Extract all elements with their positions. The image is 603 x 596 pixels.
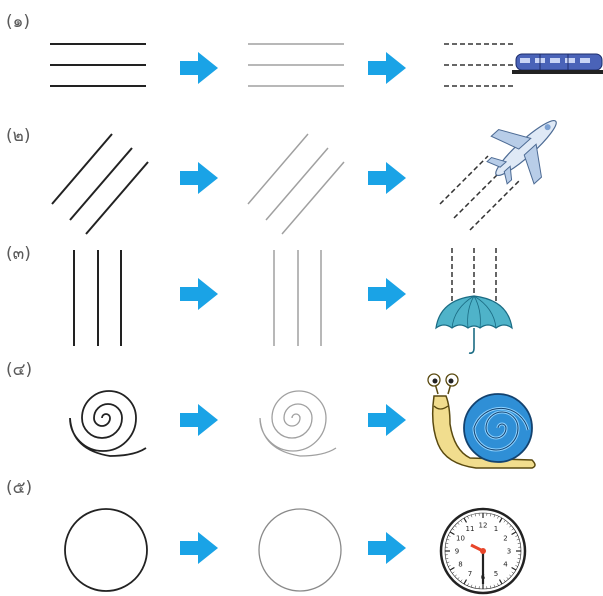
clock-number: 7 — [468, 570, 472, 578]
exercise-row-3: (๓) — [0, 240, 603, 358]
clock-number: 4 — [503, 561, 508, 569]
exercise-row-5: (๕) 121234567891011 — [0, 474, 603, 592]
arrow-right-icon — [368, 162, 406, 194]
clock-icon: 121234567891011 — [438, 506, 528, 596]
clock-number: 11 — [466, 525, 475, 533]
spiral-dark — [60, 370, 156, 466]
clock-number: 3 — [507, 548, 511, 556]
arrow-right-icon — [180, 162, 218, 194]
vertical-lines-light — [266, 248, 326, 348]
arrow-right-icon — [180, 52, 218, 84]
exercise-row-2: (๒) — [0, 122, 603, 240]
row-number: (๕) — [6, 474, 32, 501]
arrow-right-icon — [368, 532, 406, 564]
row-number: (๒) — [6, 122, 30, 149]
train-icon — [512, 54, 603, 74]
arrow-right-icon — [368, 52, 406, 84]
clock-number: 12 — [479, 522, 488, 530]
arrow-right-icon — [368, 278, 406, 310]
airplane-dashed-lines — [434, 96, 564, 236]
arrow-right-icon — [180, 532, 218, 564]
circle-dark — [62, 506, 152, 596]
exercise-row-4: (๔) — [0, 356, 603, 474]
circle-light — [256, 506, 346, 596]
airplane-icon — [475, 97, 577, 198]
row-number: (๓) — [6, 240, 31, 267]
clock-number: 5 — [494, 570, 498, 578]
train-dashed-lines — [440, 36, 603, 96]
clock-number: 10 — [456, 535, 465, 543]
horizontal-lines-light — [246, 38, 346, 93]
umbrella-icon — [436, 296, 512, 353]
snail-icon — [420, 372, 540, 474]
clock-number: 1 — [494, 525, 498, 533]
header-fragment — [262, 0, 352, 4]
row-number: (๑) — [6, 8, 30, 35]
row-number: (๔) — [6, 356, 32, 383]
clock-number: 8 — [458, 561, 462, 569]
arrow-right-icon — [368, 404, 406, 436]
clock-number: 2 — [503, 535, 507, 543]
diagonal-lines-dark — [48, 128, 158, 238]
vertical-lines-dark — [66, 248, 126, 348]
clock-number: 9 — [455, 548, 459, 556]
umbrella-dashed-lines — [432, 246, 518, 358]
arrow-right-icon — [180, 404, 218, 436]
spiral-light — [250, 370, 346, 466]
horizontal-lines-dark — [48, 38, 148, 93]
diagonal-lines-light — [244, 128, 354, 238]
arrow-right-icon — [180, 278, 218, 310]
